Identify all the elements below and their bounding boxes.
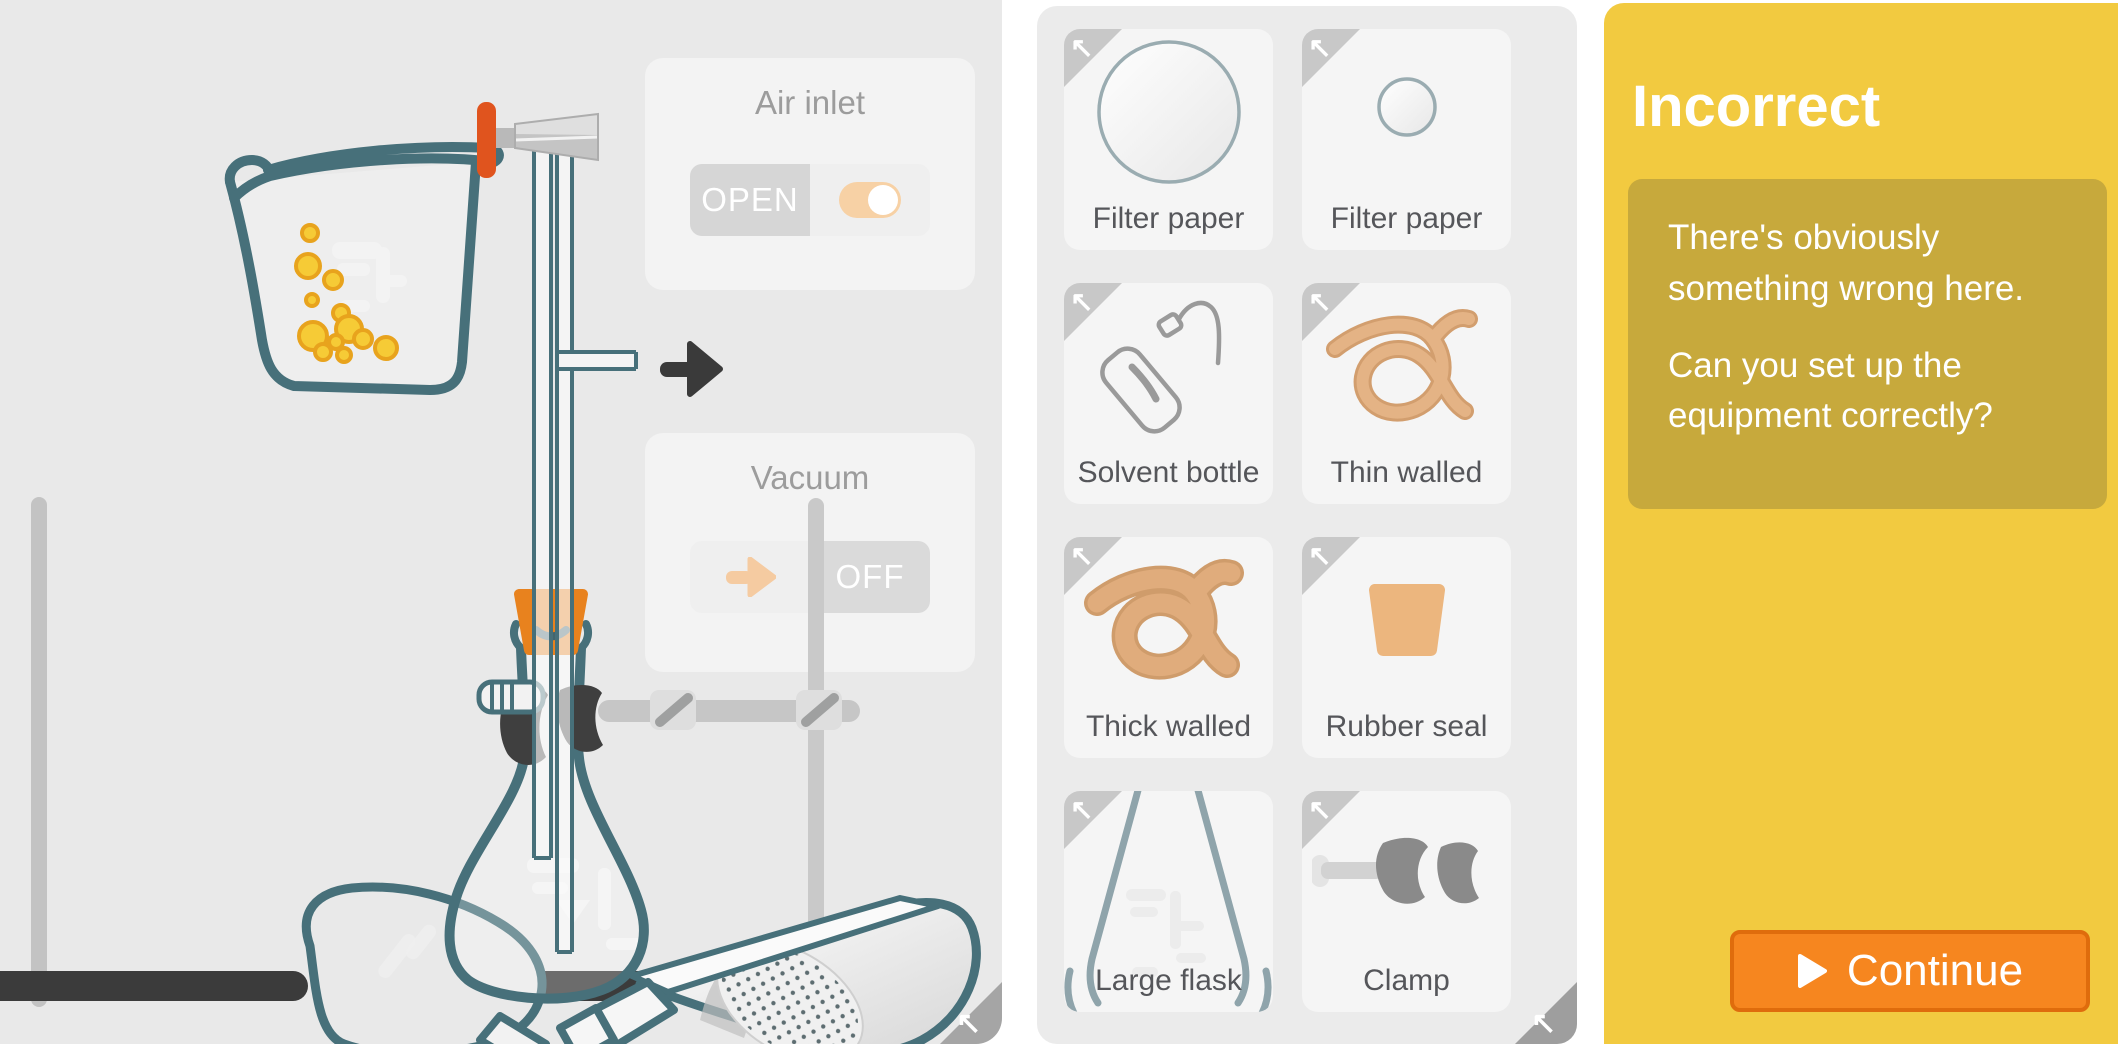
equipment-card-thick-walled-tubing[interactable]: ↖ Thick walled [1064,537,1273,758]
equipment-card-large-flask[interactable]: ↖ Large flask [1064,791,1273,1012]
vacuum-title: Vacuum [750,459,870,496]
large-flask-icon [1064,791,1272,1012]
feedback-message-line2: Can you set up the equipment correctly? [1668,345,1993,436]
air-inlet-state-label: OPEN [701,181,799,218]
drag-corner-icon: ↖ [1064,791,1122,849]
equipment-card-clamp[interactable]: ↖ Clamp [1302,791,1511,1012]
vacuum-control-card: Vacuum OFF [645,433,975,672]
lab-bench [0,971,950,1001]
air-inlet-toggle-knob [868,185,898,215]
continue-button-label: Continue [1846,946,2024,995]
funnel-perforated-plate [721,946,859,1044]
air-inlet-control[interactable]: OPEN [690,164,930,236]
beaker[interactable] [224,142,504,395]
equipment-label: Filter paper [1330,202,1483,235]
vacuum-control[interactable]: OFF [690,541,930,613]
air-inlet-valve[interactable] [477,102,599,178]
drag-corner-icon: ↖ [1302,29,1360,87]
flask-graduation-marks [527,858,646,950]
air-inlet-title: Air inlet [754,84,866,121]
air-inlet-toggle-area [810,164,930,236]
air-flow-arrow-icon [660,341,723,397]
feedback-panel: Incorrect There's obviously something wr… [1604,3,2118,1044]
feedback-message-box: There's obviously something wrong here. … [1628,179,2107,509]
thin-walled-tubing-icon [1325,309,1478,422]
air-inlet-control-card: Air inlet OPEN [645,58,975,290]
workspace-expand-icon[interactable]: ↖ [940,982,1002,1044]
feedback-title: Incorrect [1632,74,1881,139]
equipment-card-filter-paper-large[interactable]: ↖ Filter paper [1064,29,1273,250]
rubber-seal-icon [1368,584,1445,656]
clamp-crossbar [598,690,860,730]
equipment-label: Solvent bottle [1077,456,1260,489]
filter-paper-small-icon [1376,77,1437,137]
glass-tubes[interactable] [532,150,638,954]
equipment-label: Filter paper [1092,202,1245,235]
equipment-label: Clamp [1363,964,1450,997]
drag-corner-icon: ↖ [1302,791,1360,849]
equipment-label: Large flask [1095,964,1242,997]
equipment-label: Thin walled [1330,456,1483,489]
filter-paper-large-icon [1096,40,1241,184]
air-inlet-toggle[interactable] [839,182,901,218]
buchner-funnel[interactable] [556,895,981,1044]
apparatus-workspace-panel: Air inlet OPEN Vacuum [0,0,1002,1044]
tipped-flask[interactable] [301,882,550,1044]
vacuum-state-label: OFF [835,558,905,595]
feedback-message-line1: There's obviously something wrong here. [1668,218,2025,308]
stand-rod-left [31,497,47,1007]
solvent-bottle-icon [1099,300,1221,434]
vacuum-state-pill: OFF [810,541,930,613]
drag-corner-icon: ↖ [1064,537,1122,595]
equipment-card-filter-paper-small[interactable]: ↖ Filter paper [1302,29,1511,250]
vacuum-flow-arrow-icon [726,557,776,597]
vacuum-arrow-area [690,541,810,613]
play-icon [1797,954,1827,988]
bubbles [294,223,399,364]
drag-corner-icon: ↖ [1064,283,1122,341]
air-inlet-state-pill: OPEN [690,164,810,236]
thick-walled-tubing-icon [1083,559,1244,680]
clamp-jaws[interactable] [500,684,603,765]
drag-corner-icon: ↖ [1302,537,1360,595]
equipment-card-solvent-bottle[interactable]: ↖ Solvent bottle [1064,283,1273,504]
stopcock-handle[interactable] [477,102,496,178]
equipment-tray-panel: ↖ Filter paper ↖ Filter [1037,6,1577,1044]
continue-button[interactable]: Continue [1730,930,2090,1012]
beaker-graduation-marks [332,242,407,312]
clamp-icon [1311,837,1479,904]
equipment-card-rubber-seal[interactable]: ↖ Rubber seal [1302,537,1511,758]
equipment-tray-expand-icon[interactable]: ↖ [1515,982,1577,1044]
vacuum-flask[interactable] [444,647,649,1004]
equipment-label: Thick walled [1085,710,1252,743]
rubber-bung[interactable] [509,589,593,655]
equipment-label: Rubber seal [1325,710,1488,743]
hose-barb[interactable] [476,679,546,715]
equipment-card-thin-walled-tubing[interactable]: ↖ Thin walled [1302,283,1511,504]
